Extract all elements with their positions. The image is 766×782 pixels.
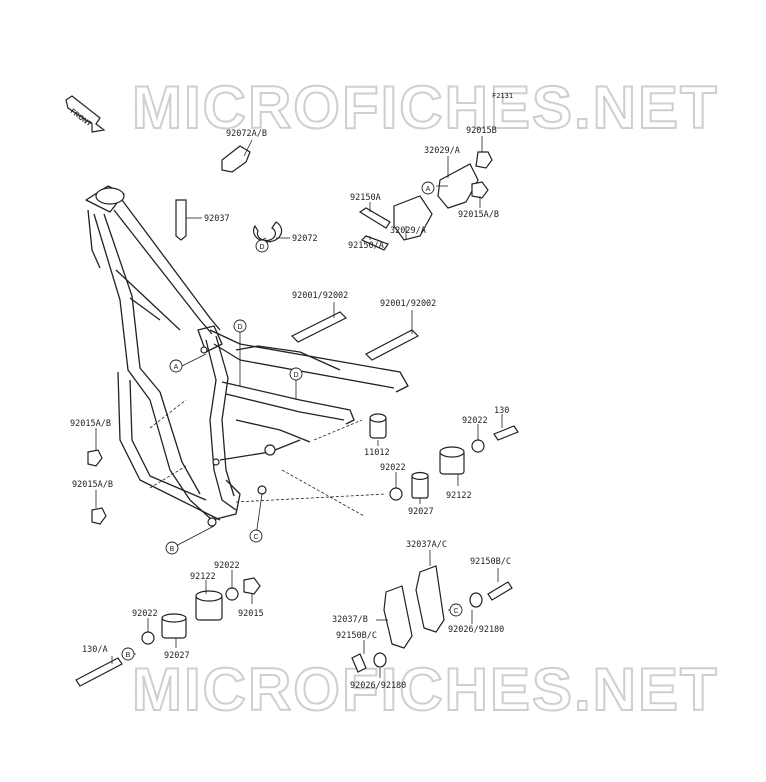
bolt-92150a-lower-part — [360, 235, 389, 251]
label-92015ab-left1: 92015A/B — [70, 419, 111, 429]
nut-92015b-part — [475, 151, 493, 169]
bolt-92150bc-left-part — [351, 653, 367, 673]
nut-92015-part — [243, 577, 261, 595]
spacer-11012-part — [369, 413, 387, 439]
nut-92015ab-top-part — [471, 181, 489, 199]
callout-a-frame: A — [169, 359, 183, 373]
strap-92037-part — [175, 199, 187, 241]
label-92001-right: 92001/92002 — [380, 299, 436, 309]
label-92027-b: 92027 — [164, 651, 190, 661]
label-92015ab-left2: 92015A/B — [72, 480, 113, 490]
label-92001-left: 92001/92002 — [292, 291, 348, 301]
washer-92026-right-part — [469, 592, 483, 608]
label-92122-b: 92122 — [190, 572, 216, 582]
label-92026-right: 92026/92180 — [448, 625, 504, 635]
bolt-92150bc-right-part — [487, 581, 513, 601]
sleeve-92027-left-part — [161, 613, 187, 639]
bolt-130a-part — [75, 657, 123, 687]
watermark-top: MICROFICHES.NET — [132, 74, 719, 141]
washer-92022-d-part — [141, 631, 155, 645]
label-92015b: 92015B — [466, 126, 497, 136]
collar-92122-left-part — [195, 590, 223, 621]
svg-text:C: C — [453, 608, 458, 615]
label-92026-left: 92026/92180 — [350, 681, 406, 691]
callout-d-frame-left: D — [233, 319, 247, 333]
label-92072ab: 92072A/B — [226, 129, 267, 139]
label-92150bc-left: 92150B/C — [336, 631, 377, 641]
label-92022-c: 92022 — [214, 561, 240, 571]
label-32029a-top: 32029/A — [424, 146, 460, 156]
label-92022-b: 92022 — [462, 416, 488, 426]
svg-text:D: D — [293, 372, 298, 379]
nut-92015ab-left2-part — [91, 507, 107, 525]
label-92015ab-top: 92015A/B — [458, 210, 499, 220]
callout-c-bracket: C — [449, 603, 463, 617]
leader-lines — [95, 136, 503, 678]
label-11012: 11012 — [364, 448, 390, 458]
label-92150a: 92150A — [350, 193, 381, 203]
bolt-130-part — [493, 425, 519, 441]
long-bolt-right-part — [364, 329, 420, 361]
collar-92122-right-part — [439, 446, 465, 475]
callout-b-frame: B — [165, 541, 179, 555]
callout-b-bolt: B — [121, 647, 135, 661]
callout-d-frame-right: D — [289, 367, 303, 381]
label-32037b: 32037/B — [332, 615, 368, 625]
svg-text:D: D — [237, 324, 242, 331]
svg-text:B: B — [126, 652, 131, 659]
washer-92026-left-part — [373, 652, 387, 668]
engine-bracket-32037b-part — [383, 585, 413, 649]
clamp-92072ab-part — [221, 145, 251, 173]
long-bolt-left-part — [290, 311, 348, 343]
clip-92072-part — [253, 221, 283, 243]
nut-92015ab-left1-part — [87, 449, 103, 467]
callout-c-frame: C — [249, 529, 263, 543]
label-32029a-bottom: 32029/A — [390, 226, 426, 236]
label-92022-a: 92022 — [380, 463, 406, 473]
bracket-32029-upper-part — [437, 163, 479, 209]
label-130a: 130/A — [82, 645, 108, 655]
engine-bracket-32037ac-part — [415, 565, 445, 633]
label-92027-a: 92027 — [408, 507, 434, 517]
bracket-32029-lower-part — [393, 195, 433, 241]
motorcycle-frame — [85, 185, 409, 527]
label-92022-d: 92022 — [132, 609, 158, 619]
label-92150bc-right: 92150B/C — [470, 557, 511, 567]
figure-code: F2131 — [492, 92, 513, 100]
svg-text:C: C — [253, 534, 258, 541]
bolt-92150a-part — [358, 207, 391, 229]
svg-text:A: A — [174, 364, 179, 371]
label-92122-a: 92122 — [446, 491, 472, 501]
label-92150a-slash: 92150/A — [348, 241, 384, 251]
washer-92022-a-part — [389, 487, 403, 501]
callout-d-clip: D — [255, 239, 269, 253]
sleeve-92027-right-part — [411, 471, 429, 499]
front-arrow-icon: FRONT — [65, 95, 106, 133]
svg-text:B: B — [170, 546, 175, 553]
svg-text:A: A — [426, 186, 431, 193]
svg-text:D: D — [259, 244, 264, 251]
label-92037: 92037 — [204, 214, 230, 224]
callout-a-bracket: A — [421, 181, 435, 195]
washer-92022-b-part — [471, 439, 485, 453]
label-130: 130 — [494, 406, 509, 416]
label-92015: 92015 — [238, 609, 264, 619]
label-92072: 92072 — [292, 234, 318, 244]
watermark-bottom: MICROFICHES.NET — [132, 656, 719, 723]
washer-92022-c-part — [225, 587, 239, 601]
label-32037ac: 32037A/C — [406, 540, 447, 550]
